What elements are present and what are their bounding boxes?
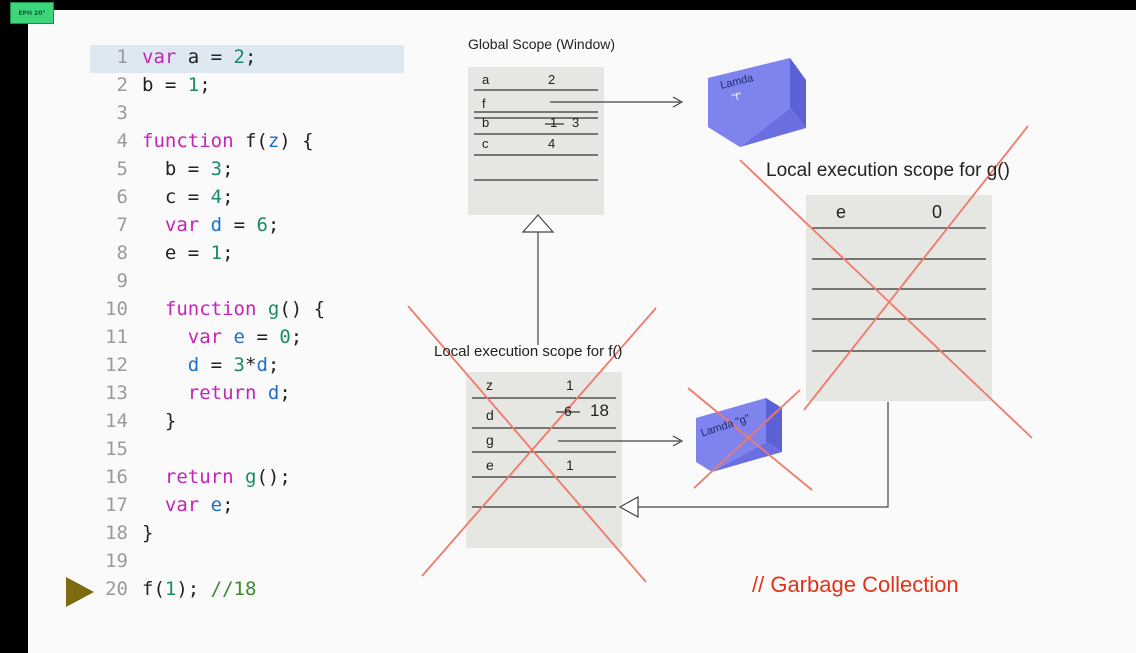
g-to-f-arrow: [638, 402, 889, 508]
line-number: 18: [105, 522, 128, 544]
code-line: var d = 6;: [164, 214, 280, 236]
line-number: 19: [105, 550, 128, 572]
code-line: d = 3*d;: [187, 354, 280, 376]
line-number: 17: [105, 494, 128, 516]
line-number: 6: [116, 186, 128, 208]
scope-f-box: [466, 372, 622, 548]
f-var-g: g: [486, 432, 494, 448]
code-line: function f(z) {: [142, 130, 314, 152]
code-line: var a = 2;: [142, 46, 257, 68]
code-line: return g();: [164, 466, 291, 488]
global-scope-title: Global Scope (Window): [468, 36, 616, 52]
line-number: 16: [105, 466, 128, 488]
global-val-c: 4: [548, 136, 556, 151]
line-number: 8: [116, 242, 128, 264]
code-line: b = 1;: [142, 74, 211, 96]
execution-pointer-icon: [66, 577, 94, 607]
global-var-a: a: [482, 72, 490, 87]
garbage-cross-marks: [407, 125, 1033, 583]
channel-badge: EPH 20": [10, 2, 54, 24]
code-line: var e = 0;: [187, 326, 303, 348]
f-val-z: 1: [566, 377, 574, 393]
global-old-b: 1: [550, 115, 558, 130]
global-val-a: 2: [548, 72, 556, 87]
f-old-d: 6: [564, 403, 572, 419]
code-line: }: [142, 522, 154, 544]
slide: 1 var a = 2; 2 b = 1; 3 4 function f(z) { 5 b =…: [0, 10, 1136, 653]
line-number: 12: [105, 354, 128, 376]
code-line: var e;: [164, 494, 234, 516]
f-val-e: 1: [566, 457, 574, 473]
line-number: 7: [116, 214, 128, 236]
line-number: 1: [116, 46, 128, 68]
code-line: return d;: [187, 382, 291, 404]
global-var-c: c: [482, 136, 489, 151]
line-number: 20: [105, 578, 128, 600]
code-line: b = 3;: [142, 158, 234, 180]
left-bar: [0, 10, 28, 653]
line-number: 14: [105, 410, 128, 432]
line-number: 3: [116, 102, 128, 124]
global-var-f: f: [482, 96, 486, 111]
line-number: 13: [105, 382, 128, 404]
line-number: 11: [105, 326, 128, 348]
line-number: 2: [116, 74, 128, 96]
scope-g-box: [806, 195, 992, 401]
line-number: 15: [105, 438, 128, 460]
code-line: e = 1;: [142, 242, 234, 264]
garbage-collection-label: // Garbage Collection: [752, 572, 959, 597]
f-var-z: z: [486, 377, 493, 393]
f-val-d: 18: [590, 401, 609, 420]
f-var-e: e: [486, 457, 494, 473]
g-val-e: 0: [932, 202, 943, 222]
code-line: function g() {: [164, 298, 326, 320]
global-var-b: b: [482, 115, 490, 130]
lamda-g-block: [696, 398, 782, 472]
global-scope-box: [468, 67, 604, 215]
scope-f-title: Local execution scope for f(): [434, 343, 623, 360]
scope-g-title: Local execution scope for g(): [766, 160, 1010, 181]
lamda-f-sublabel: "f": [730, 90, 744, 105]
global-val-b: 3: [572, 115, 580, 130]
code-line: c = 4;: [142, 186, 234, 208]
line-number: 9: [116, 270, 128, 292]
line-number: 4: [116, 130, 128, 152]
line-number: 10: [105, 298, 128, 320]
lamda-f-block: [708, 58, 806, 147]
current-line-highlight: [90, 45, 404, 73]
scope-diagram: [407, 58, 1033, 583]
code-line: }: [142, 410, 177, 432]
line-number: 5: [116, 158, 128, 180]
f-var-d: d: [486, 407, 494, 423]
code-line: f(1); //18: [142, 578, 257, 600]
g-var-e: e: [836, 202, 847, 222]
